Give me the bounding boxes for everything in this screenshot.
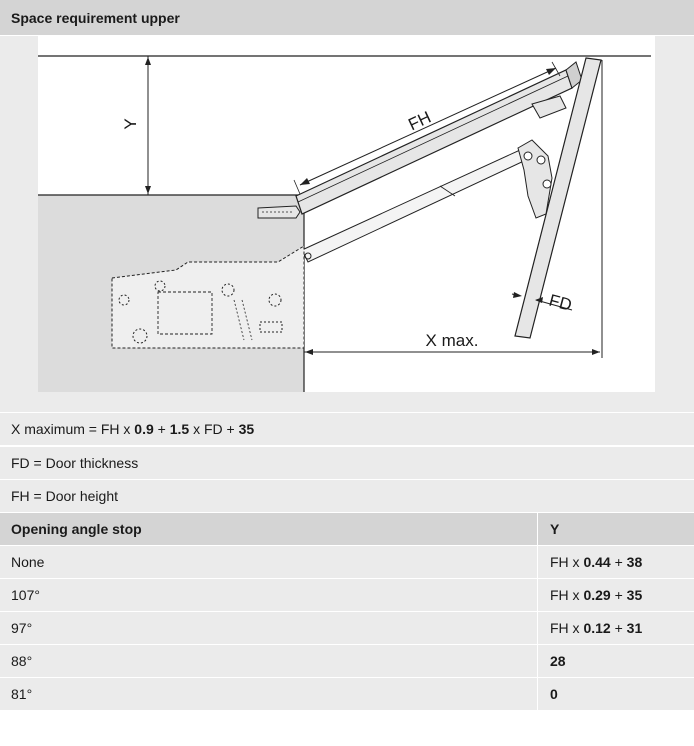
- angle-cell: 88°: [11, 653, 33, 669]
- section-header: Space requirement upper: [0, 0, 694, 36]
- column-header-y: Y: [550, 521, 560, 537]
- definition-fd: FD = Door thickness: [11, 455, 139, 471]
- y-cell: FH x 0.44 + 38: [550, 554, 643, 570]
- table-header: Opening angle stop Y: [0, 512, 694, 546]
- formula-part: X maximum = FH x: [11, 421, 135, 437]
- column-header-angle: Opening angle stop: [11, 521, 142, 537]
- front-panel: [514, 57, 602, 339]
- y-cell: 28: [550, 653, 566, 669]
- cabinet-bracket: [257, 205, 301, 219]
- angle-cell: 97°: [11, 620, 33, 636]
- space-requirement-diagram: Y FH: [38, 36, 655, 392]
- y-cell: FH x 0.29 + 35: [550, 587, 643, 603]
- formula-row: X maximum = FH x 0.9 + 1.5 x FD + 35: [0, 412, 694, 445]
- lift-mechanism-housing: [111, 245, 305, 349]
- table-row: 107° FH x 0.29 + 35: [0, 578, 694, 612]
- formula-factor: 0.9: [134, 421, 154, 437]
- formula-part: +: [153, 421, 170, 437]
- formula-text: X maximum = FH x 0.9 + 1.5 x FD + 35: [11, 413, 254, 446]
- xmax-dimension: [304, 60, 603, 358]
- table-row: 81° 0: [0, 677, 694, 711]
- angle-cell: None: [11, 554, 45, 570]
- table-row: 97° FH x 0.12 + 31: [0, 611, 694, 645]
- y-dimension: [140, 56, 156, 196]
- column-divider: [537, 513, 538, 546]
- formula-factor: 1.5: [169, 421, 190, 437]
- angle-cell: 81°: [11, 686, 33, 702]
- definition-fh: FH = Door height: [11, 488, 118, 504]
- figure-row: Y FH: [0, 36, 694, 412]
- formula-constant: 35: [238, 421, 255, 437]
- table-row: 88° 28: [0, 644, 694, 678]
- fh-dimension: [293, 61, 561, 195]
- y-label: Y: [121, 118, 140, 129]
- column-divider: [537, 612, 538, 645]
- xmax-label: X max.: [426, 331, 479, 350]
- section-title: Space requirement upper: [11, 10, 180, 26]
- column-divider: [537, 678, 538, 711]
- y-cell: 0: [550, 686, 558, 702]
- y-cell: FH x 0.12 + 31: [550, 620, 643, 636]
- formula-part: x FD +: [189, 421, 239, 437]
- lift-door: [295, 61, 583, 215]
- definition-row: FH = Door height: [0, 479, 694, 512]
- table-row: None FH x 0.44 + 38: [0, 545, 694, 579]
- column-divider: [537, 579, 538, 612]
- fd-dimension: [511, 292, 573, 311]
- lift-arm: [301, 95, 567, 263]
- column-divider: [537, 645, 538, 678]
- definition-row: FD = Door thickness: [0, 446, 694, 479]
- column-divider: [537, 546, 538, 579]
- angle-cell: 107°: [11, 587, 40, 603]
